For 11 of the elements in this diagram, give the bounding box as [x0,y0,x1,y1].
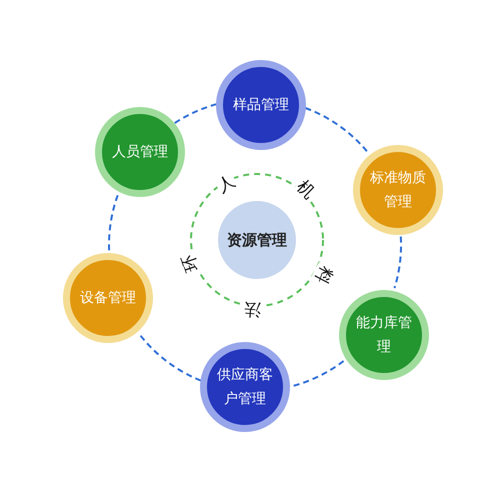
node-label: 能力库管理 [355,314,413,357]
dashed-arc [138,333,202,382]
dashed-arc [174,103,217,124]
node-label: 设备管理 [79,289,137,308]
node-label: 供应商客户管理 [216,366,274,409]
node-label: 人员管理 [111,143,169,162]
dashed-arc [394,236,402,288]
node-label: 样品管理 [232,96,290,115]
dashed-arc [305,107,370,154]
node-label: 标准物质管理 [369,169,427,212]
node-label: 资源管理 [227,230,287,251]
